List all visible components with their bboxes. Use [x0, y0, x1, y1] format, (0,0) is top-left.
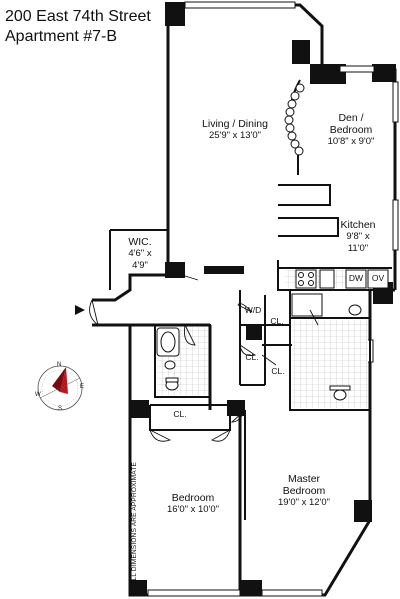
room-master-name-1: Master [287, 473, 321, 485]
room-wic-name: WIC. [128, 236, 152, 248]
label-closet-1: CL. [270, 316, 284, 326]
compass-w: W [35, 392, 41, 398]
label-ov: OV [371, 273, 385, 283]
label-wd: W/D [244, 305, 262, 315]
room-master-bedroom: Master Bedroom 19'0" x 12'0" [264, 473, 344, 509]
compass-icon [37, 365, 83, 411]
room-master-dims: 19'0" x 12'0" [277, 497, 331, 508]
label-dw: DW [348, 273, 364, 283]
room-bedroom-dims: 16'0" x 10'0" [166, 504, 220, 515]
apartment-number: Apartment #7-B [5, 28, 118, 45]
room-kitchen: Kitchen 9'8" x 11'0" [333, 219, 383, 255]
den-bay-window [284, 83, 305, 156]
room-wic: WIC. 4'6" x 4'9" [115, 236, 165, 272]
room-bedroom: Bedroom 16'0" x 10'0" [150, 492, 236, 516]
dimensions-note: ALL DIMENSIONS ARE APPROXIMATE [131, 461, 138, 585]
room-kitchen-dims-2: 11'0" [347, 243, 369, 254]
structural-columns [131, 2, 396, 596]
room-master-name-2: Bedroom [282, 485, 326, 497]
compass-n: N [57, 362, 62, 368]
label-closet-3: CL. [271, 366, 285, 376]
bath-fixtures [156, 293, 362, 401]
room-den-dims: 10'8" x 9'0" [327, 136, 375, 147]
room-bedroom-name: Bedroom [171, 492, 215, 504]
room-kitchen-dims-1: 9'8" x [346, 231, 370, 242]
compass-e: E [80, 384, 85, 390]
address-title: 200 East 74th Street [5, 8, 151, 25]
room-living-dining: Living / Dining 25'9" x 13'0" [190, 118, 280, 142]
room-den-name-1: Den / [338, 112, 364, 124]
compass-s: S [58, 406, 63, 412]
label-closet-4: CL. [173, 409, 187, 419]
kitchen-appliances [295, 269, 389, 289]
interior-walls [109, 79, 392, 520]
room-living-dims: 25'9" x 13'0" [208, 130, 262, 141]
room-den-name-2: Bedroom [329, 124, 373, 136]
doors [89, 274, 319, 442]
label-closet-2: CL. [245, 352, 259, 362]
room-living-name: Living / Dining [202, 118, 268, 130]
room-wic-dims-2: 4'9" [132, 260, 148, 271]
bath-tile-floor-master [292, 320, 368, 408]
room-wic-dims-1: 4'6" x [128, 248, 152, 259]
entry-arrow-icon [75, 305, 85, 315]
room-den-bedroom: Den / Bedroom 10'8" x 9'0" [318, 112, 384, 148]
room-kitchen-name: Kitchen [340, 219, 376, 231]
